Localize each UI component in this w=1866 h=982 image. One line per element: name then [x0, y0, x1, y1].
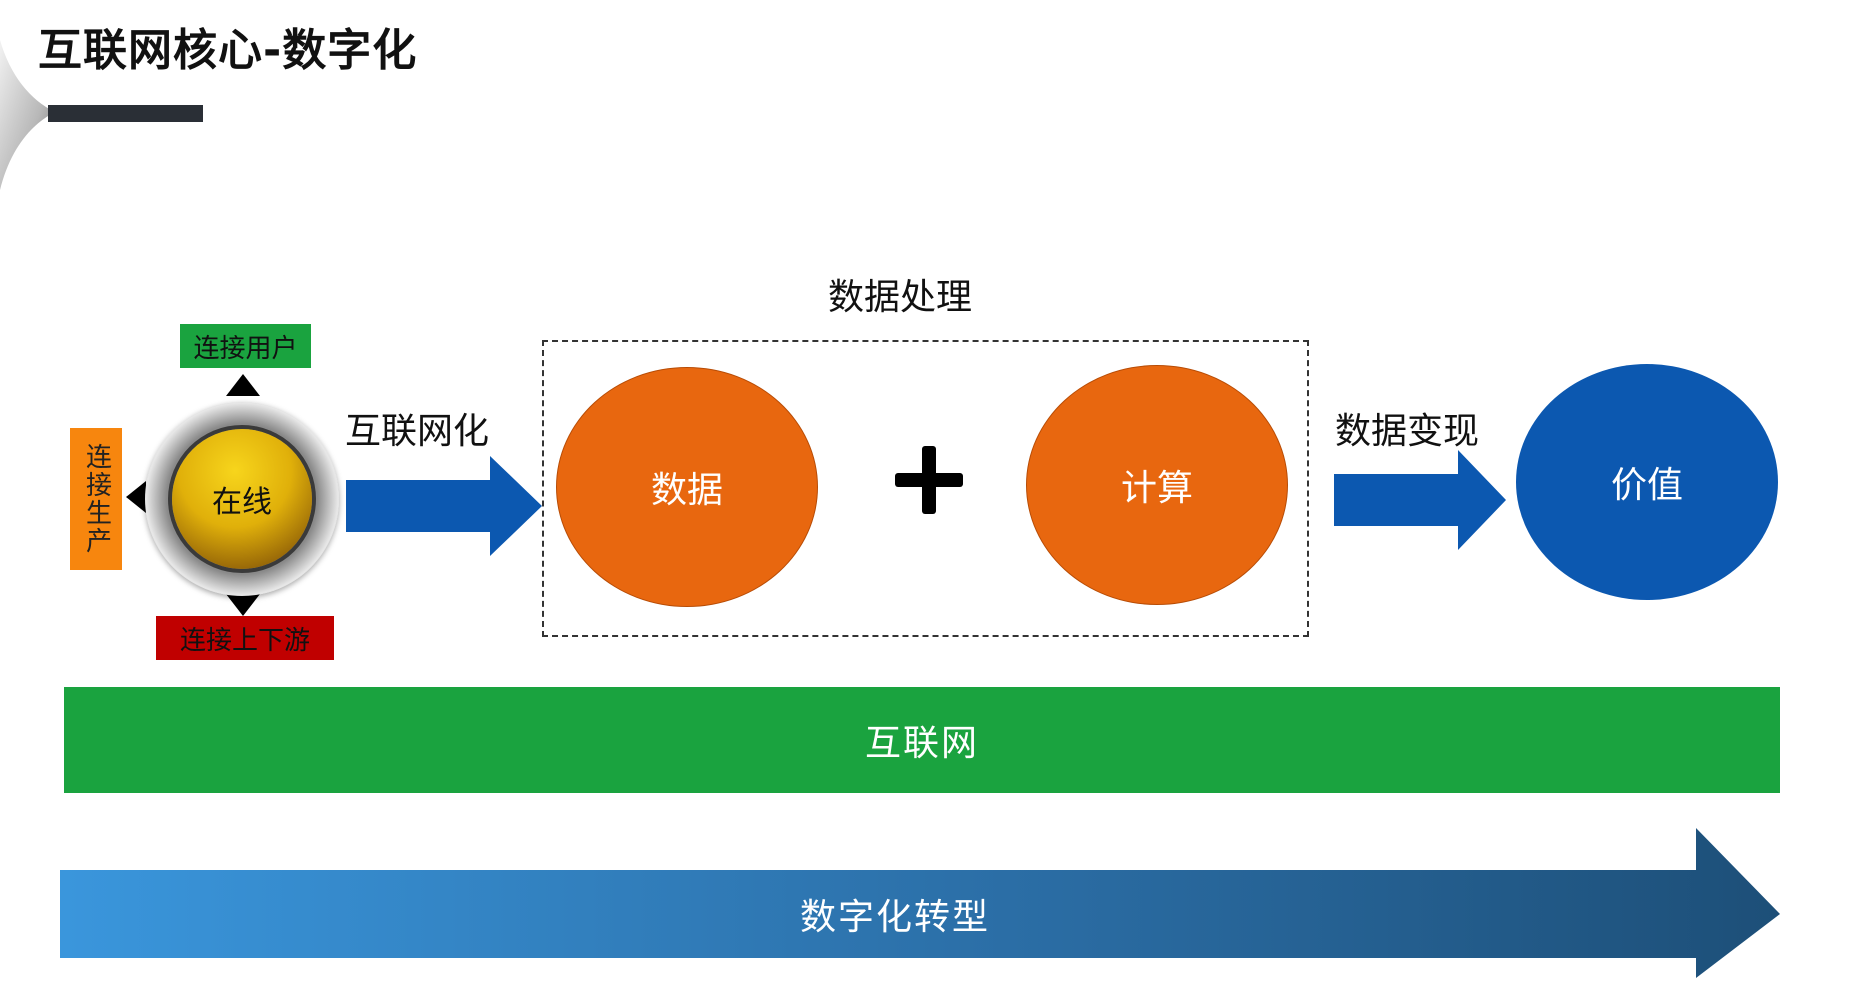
digital-transformation-label: 数字化转型 [799, 897, 990, 938]
arrow-right-icon [1334, 450, 1506, 550]
title-underline-bar [48, 105, 203, 122]
triangle-up-icon [226, 374, 260, 396]
tag-connect-users: 连接用户 [180, 324, 311, 368]
tag-connect-production: 连接生产 [70, 428, 122, 570]
internet-band-label: 互联网 [864, 723, 979, 764]
data-monetization-label: 数据变现 [1335, 411, 1480, 452]
data-processing-box [542, 340, 1309, 637]
digital-transformation-band: 数字化转型 [60, 870, 1730, 958]
tag-connect-upstream-downstream: 连接上下游 [156, 616, 334, 660]
internet-band: 互联网 [64, 687, 1780, 793]
digital-transformation-arrow [60, 828, 1780, 978]
online-hub-label: 在线 [212, 485, 272, 520]
arrow-right-icon [346, 456, 542, 556]
triangle-left-icon [126, 481, 146, 513]
online-hub: 在线 [172, 429, 312, 569]
value-circle: 价值 [1516, 364, 1778, 600]
plus-icon [895, 446, 963, 514]
triangle-down-icon [226, 594, 260, 616]
page-title: 互联网核心-数字化 [38, 25, 418, 76]
data-circle-label: 数据 [650, 470, 723, 511]
compute-circle: 计算 [1026, 365, 1288, 605]
internetization-label: 互联网化 [345, 411, 490, 452]
value-circle-label: 价值 [1610, 465, 1683, 506]
data-circle: 数据 [556, 367, 818, 607]
compute-circle-label: 计算 [1120, 468, 1193, 509]
left-edge-swoosh [0, 40, 55, 190]
data-processing-label: 数据处理 [827, 277, 972, 318]
